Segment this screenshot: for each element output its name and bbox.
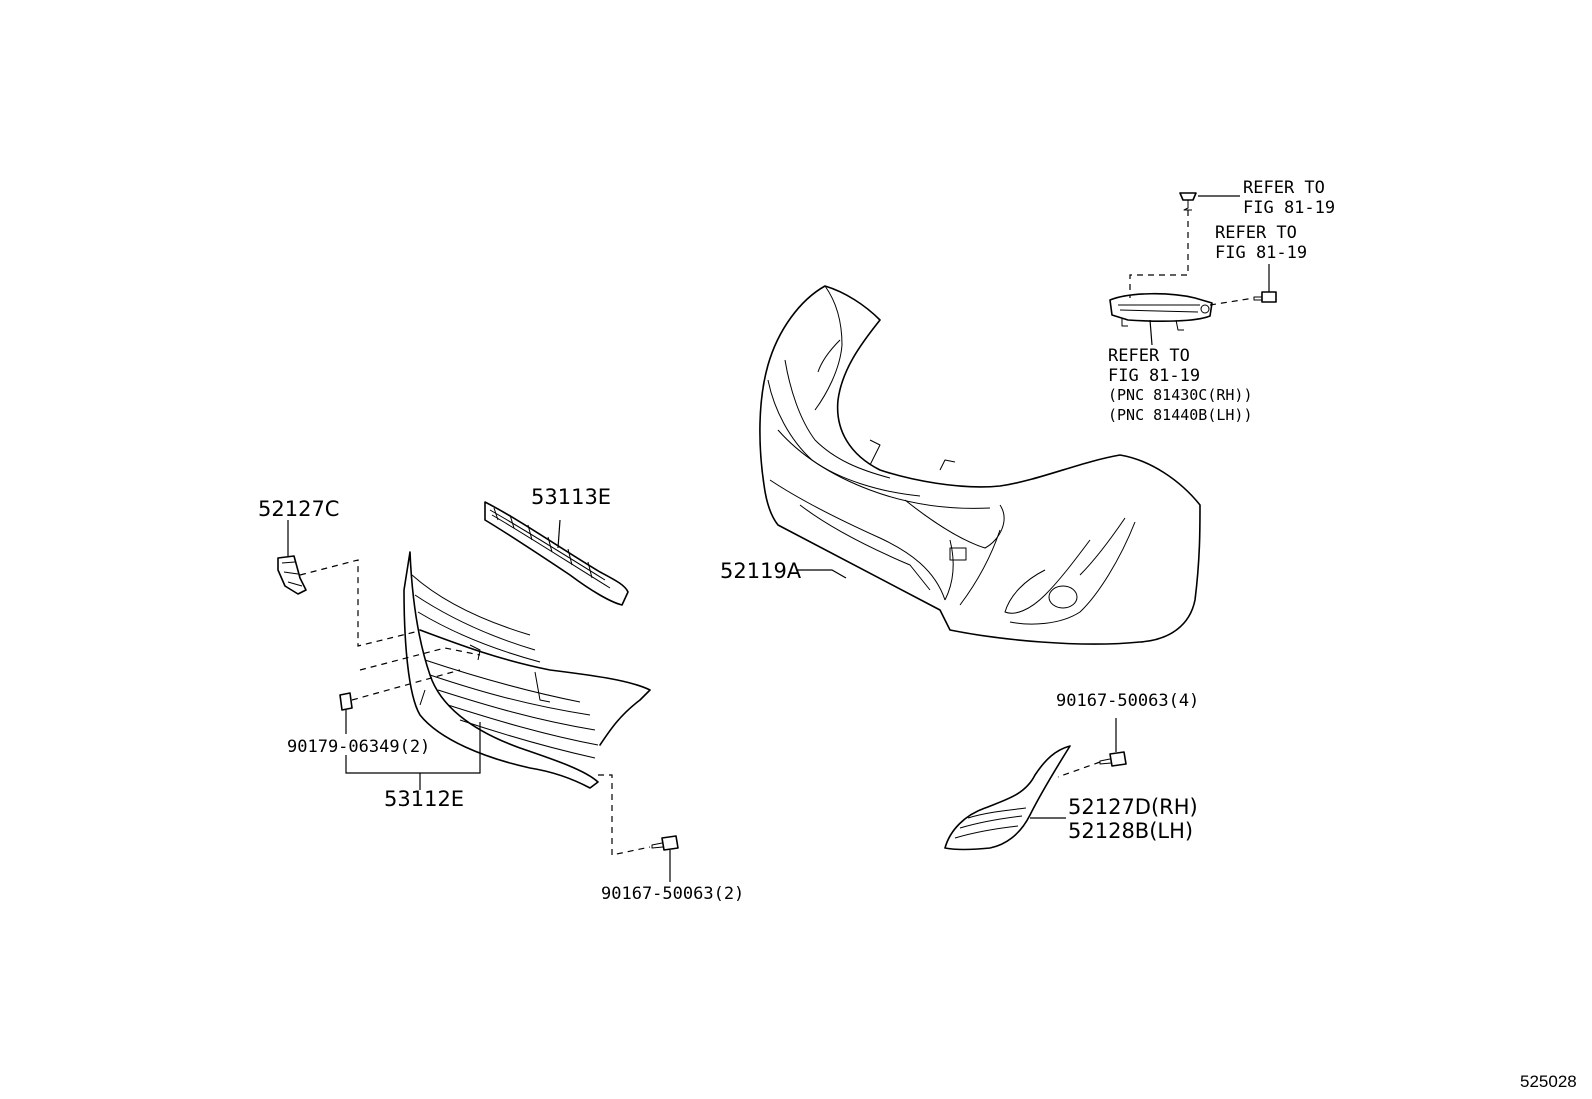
pnc-lh-label: (PNC 81440B(LH)) bbox=[1108, 406, 1253, 424]
part-label-53113e: 53113E bbox=[531, 485, 611, 509]
bumper-cover-52119a bbox=[759, 285, 1201, 645]
bolt-90167-2 bbox=[651, 835, 679, 851]
part-label-53112e: 53112E bbox=[384, 787, 464, 811]
grille-53112e bbox=[403, 551, 651, 789]
bolt-fog-lamp bbox=[1253, 291, 1277, 303]
grille-53113e bbox=[484, 501, 629, 606]
part-label-90179: 90179-06349(2) bbox=[287, 737, 430, 757]
garnish-52127d-52128b bbox=[944, 745, 1071, 851]
part-label-52127c: 52127C bbox=[258, 497, 339, 521]
refer-to-label-3: REFER TO bbox=[1108, 346, 1190, 366]
part-label-52127d: 52127D(RH) bbox=[1068, 795, 1198, 819]
fig-ref-label-3: FIG 81-19 bbox=[1108, 366, 1200, 386]
part-label-52119a: 52119A bbox=[720, 559, 802, 583]
pnc-rh-label: (PNC 81430C(RH)) bbox=[1108, 386, 1253, 404]
clip-nut-90179 bbox=[339, 692, 353, 711]
figure-number: 525028 bbox=[1520, 1072, 1577, 1091]
bracket-52127c bbox=[277, 555, 307, 595]
part-label-52128b: 52128B(LH) bbox=[1068, 819, 1193, 843]
part-label-90167-2: 90167-50063(2) bbox=[601, 884, 744, 904]
fig-ref-label-1: FIG 81-19 bbox=[1243, 198, 1335, 218]
clip-fastener-top bbox=[1179, 192, 1197, 211]
part-label-90167-4: 90167-50063(4) bbox=[1056, 691, 1199, 711]
fog-lamp-assy bbox=[1109, 292, 1213, 331]
refer-to-label-1: REFER TO bbox=[1243, 178, 1325, 198]
refer-to-label-2: REFER TO bbox=[1215, 223, 1297, 243]
bolt-90167-4 bbox=[1099, 751, 1127, 767]
fig-ref-label-2: FIG 81-19 bbox=[1215, 243, 1307, 263]
